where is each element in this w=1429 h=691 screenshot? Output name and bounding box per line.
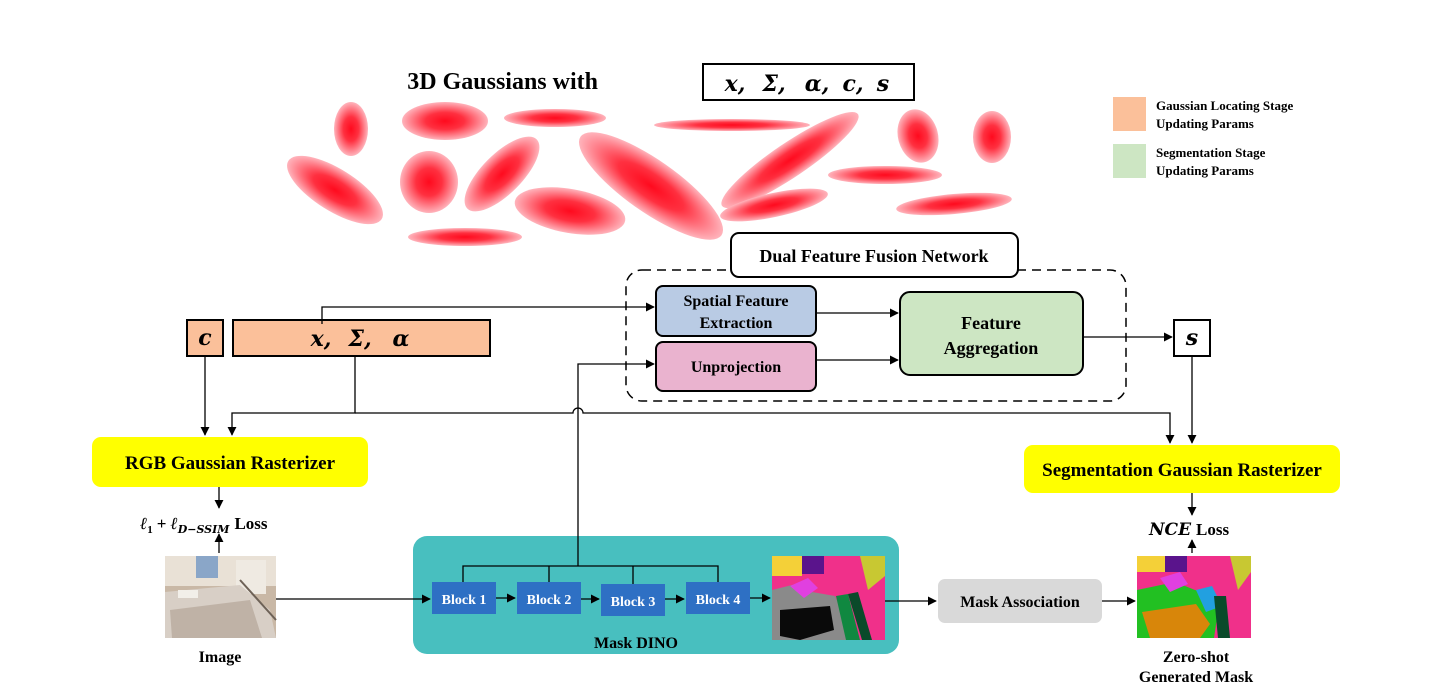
unprojection-label: Unprojection	[691, 359, 781, 376]
param-x-label: x,	[310, 326, 332, 352]
rgb-loss-subd: D−SSIM	[177, 523, 231, 536]
legend-swatch-segmentation	[1113, 144, 1146, 178]
block-3	[601, 584, 665, 616]
rgb-loss-word: Loss	[234, 514, 267, 533]
param-xsa-box	[232, 319, 491, 357]
feature-aggregation-line2: Aggregation	[944, 338, 1039, 358]
gaussian-ellipse	[408, 228, 522, 246]
feature-aggregation-box	[899, 291, 1084, 376]
unprojection-box	[655, 341, 817, 392]
image-label: Image	[199, 649, 242, 666]
feature-aggregation-line1: Feature	[961, 313, 1021, 333]
gaussian-ellipse	[287, 155, 383, 225]
gaussian-ellipse	[896, 192, 1012, 216]
fusion-network-title: Dual Feature Fusion Network	[759, 246, 988, 266]
output-s-box	[1173, 319, 1211, 357]
nce-loss-word: Loss	[1196, 520, 1229, 539]
gaussian-ellipse	[720, 188, 828, 222]
block-feature-bus	[462, 565, 719, 582]
arrow-xsa-to-rgb-rasterizer	[227, 356, 356, 436]
param-sigma-label: Σ,	[347, 326, 371, 352]
gaussian-ellipse	[828, 166, 942, 184]
param-alpha-label: α	[393, 326, 410, 352]
spatial-feature-line2: Extraction	[700, 315, 773, 332]
spatial-feature-line1: Spatial Feature	[683, 293, 788, 310]
gaussian-ellipse	[400, 151, 458, 213]
title-params-box	[702, 63, 915, 101]
legend-segmentation-line1: Segmentation Stage	[1156, 145, 1266, 160]
connectors	[200, 302, 1197, 606]
title-param-alpha: α,	[805, 71, 830, 97]
rgb-rasterizer-label: RGB Gaussian Rasterizer	[125, 453, 336, 474]
mask-dino-label: Mask DINO	[594, 635, 678, 652]
param-c-box	[186, 319, 224, 357]
gaussian-ellipse	[504, 109, 606, 127]
gaussian-ellipse	[514, 187, 626, 235]
block-4	[686, 582, 750, 614]
legend: Gaussian Locating Stage Updating Params …	[1113, 97, 1293, 178]
gaussian-ellipse	[578, 132, 724, 240]
segmentation-gaussian-rasterizer	[1024, 445, 1340, 493]
gaussian-ellipse	[721, 112, 859, 208]
arrow-blocks-to-unprojection	[577, 359, 655, 566]
segmentation-rasterizer-label: Segmentation Gaussian Rasterizer	[1042, 460, 1322, 481]
title-param-c: c,	[842, 71, 863, 97]
rgb-loss-plus: +	[157, 514, 167, 533]
output-s-label: s	[1185, 325, 1198, 351]
gaussian-ellipse	[654, 119, 810, 131]
mask-association-box	[938, 579, 1102, 623]
legend-segmentation-line2: Updating Params	[1156, 163, 1254, 178]
title-param-s: s	[876, 71, 889, 97]
block-1-label: Block 1	[442, 593, 487, 608]
block-1	[432, 582, 496, 614]
mask-dino-output-mask	[772, 556, 885, 640]
gaussian-ellipse	[402, 102, 488, 140]
title-param-x: x,	[724, 71, 746, 97]
spatial-feature-extraction-box	[655, 285, 817, 337]
gaussian-ellipse	[334, 102, 368, 156]
rgb-gaussian-rasterizer	[92, 437, 368, 487]
legend-locating-line1: Gaussian Locating Stage	[1156, 98, 1293, 113]
param-c-label: c	[198, 325, 212, 351]
block-2-label: Block 2	[527, 593, 572, 608]
title-param-sigma: Σ,	[761, 71, 785, 97]
input-image	[165, 556, 277, 638]
legend-locating-line2: Updating Params	[1156, 116, 1254, 131]
gaussian-ellipse	[973, 111, 1011, 163]
rgb-loss-ld: ℓ	[170, 514, 177, 534]
arrow-x-to-spatial	[321, 302, 655, 324]
block-4-label: Block 4	[696, 593, 741, 608]
mask-association-label: Mask Association	[960, 594, 1080, 611]
block-3-label: Block 3	[611, 595, 656, 610]
block-2	[517, 582, 581, 614]
arrow-xsa-to-seg-rasterizer	[355, 407, 1175, 444]
rgb-loss-sub1: 1	[147, 524, 153, 536]
fusion-network-title-box	[730, 232, 1019, 278]
rgb-loss-l1: ℓ	[140, 514, 147, 534]
gaussian-ellipses	[287, 102, 1012, 246]
zero-shot-generated-mask	[1137, 556, 1251, 638]
zero-shot-line2: Generated Mask	[1139, 669, 1253, 686]
zero-shot-line1: Zero-shot	[1163, 649, 1230, 666]
gaussian-ellipse	[897, 109, 939, 163]
nce-loss-nce: NCE	[1148, 520, 1192, 540]
legend-swatch-locating	[1113, 97, 1146, 131]
title-text: 3D Gaussians with	[407, 69, 598, 95]
gaussian-ellipse	[464, 136, 540, 212]
